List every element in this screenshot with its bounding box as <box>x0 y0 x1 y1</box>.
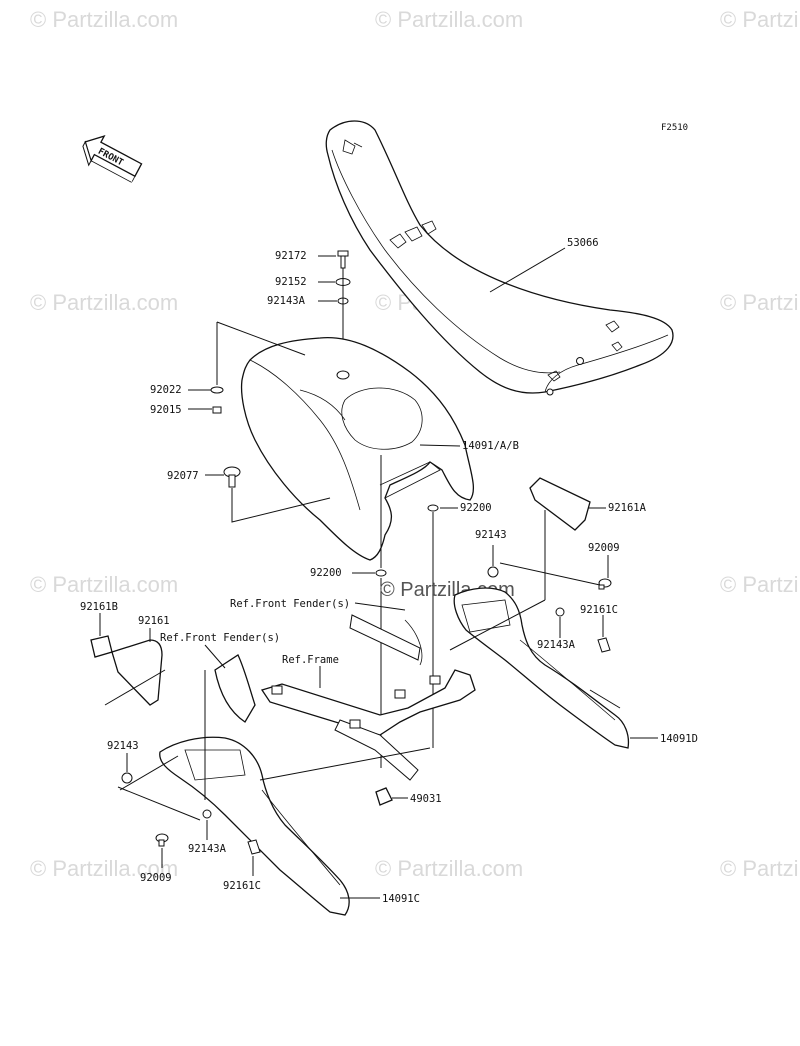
callout-14091D: 14091D <box>660 733 698 745</box>
watermark: © Partzilla.com <box>30 7 178 32</box>
diagram-code: F2510 <box>661 123 688 133</box>
front-direction-arrow: FRONT <box>82 134 143 183</box>
watermark: © Partzilla.com <box>30 290 178 315</box>
callout-ref-frame: Ref.Frame <box>282 654 339 666</box>
pad-92161B <box>90 635 113 658</box>
callout-92172: 92172 <box>275 250 307 262</box>
callout-92152: 92152 <box>275 276 307 288</box>
callout-92161B: 92161B <box>80 601 118 613</box>
rivet-92077 <box>223 466 241 488</box>
watermark: © Partzilla.com <box>30 856 178 881</box>
grommet-92200-right <box>427 504 439 512</box>
strip-92161C-left <box>247 839 261 855</box>
callout-92022: 92022 <box>150 384 182 396</box>
watermark: © Partzilla.com <box>720 856 800 881</box>
grommet-92200-left <box>375 569 387 577</box>
collar-92143A-left <box>202 809 212 819</box>
side-cover-14091D <box>453 587 630 749</box>
callout-ref-front-fender-1: Ref.Front Fender(s) <box>230 598 350 610</box>
nut-92015 <box>212 406 222 414</box>
collar-92143A-right <box>555 607 565 617</box>
callout-14091C: 14091C <box>382 893 420 905</box>
callout-92009-left: 92009 <box>140 872 172 884</box>
watermark: © Partzilla.com <box>375 856 523 881</box>
callout-92143A-right: 92143A <box>537 639 576 651</box>
callout-92009-right: 92009 <box>588 542 620 554</box>
callout-92143A-top: 92143A <box>267 295 306 307</box>
ref-front-fender-bracket <box>214 654 256 723</box>
rear-fender-14091AB <box>240 336 474 561</box>
washer-92022 <box>210 386 224 394</box>
ref-frame <box>260 614 476 781</box>
callout-92161A: 92161A <box>608 502 647 514</box>
callout-92143-right: 92143 <box>475 529 507 541</box>
clip-49031 <box>375 787 393 806</box>
pad-92161A <box>529 477 591 531</box>
callout-92200-right: 92200 <box>460 502 492 514</box>
callout-49031: 49031 <box>410 793 442 805</box>
callout-92143-left: 92143 <box>107 740 139 752</box>
watermark: © Partzilla.com <box>720 290 800 315</box>
bolt-92009-right <box>598 578 612 590</box>
watermark: © Partzilla.com <box>720 7 800 32</box>
strip-92161C-right <box>597 637 611 653</box>
callout-92077: 92077 <box>167 470 199 482</box>
callout-92161C-right: 92161C <box>580 604 618 616</box>
collar-92143-left <box>121 772 133 784</box>
watermark: © Partzilla.com <box>375 7 523 32</box>
seat-53066 <box>325 120 674 396</box>
callout-92200-left: 92200 <box>310 567 342 579</box>
bolt-92009-left <box>155 833 169 847</box>
screw-92172 <box>337 250 349 269</box>
leader-line <box>489 247 566 293</box>
pad-92161 <box>111 639 163 706</box>
side-cover-14091C <box>159 736 350 916</box>
callout-92161C-left: 92161C <box>223 880 261 892</box>
callout-92143A-left: 92143A <box>188 843 227 855</box>
callout-ref-front-fender-2: Ref.Front Fender(s) <box>160 632 280 644</box>
collar-92143-right <box>487 566 499 578</box>
callout-14091AB: 14091/A/B <box>462 440 519 452</box>
callout-53066: 53066 <box>567 237 599 249</box>
watermark: © Partzilla.com <box>720 572 800 597</box>
callout-92015: 92015 <box>150 404 182 416</box>
callout-92161: 92161 <box>138 615 170 627</box>
watermark: © Partzilla.com <box>30 572 178 597</box>
